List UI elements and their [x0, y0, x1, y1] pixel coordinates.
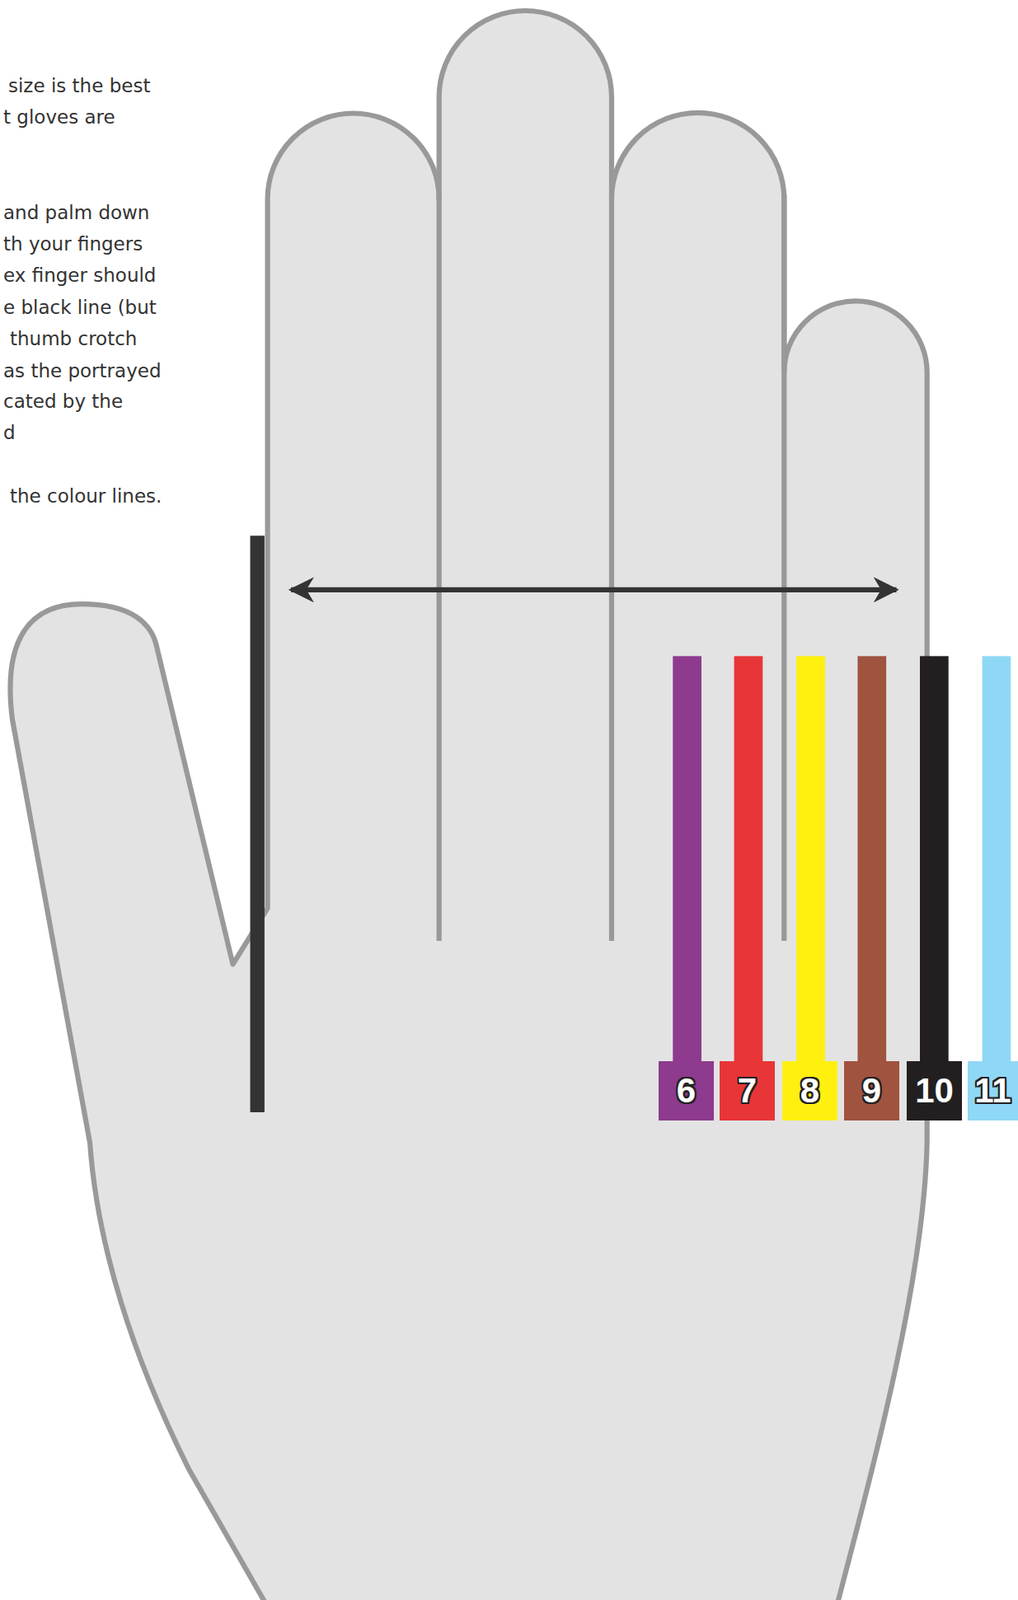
- hand-outline: [9, 10, 927, 1600]
- size-number: 9: [862, 1074, 882, 1109]
- instruction-text: the colour lines.: [9, 487, 162, 507]
- size-box: 10: [906, 1061, 962, 1122]
- instruction-text: ex finger should: [3, 266, 156, 286]
- size-bars: [672, 656, 1011, 1065]
- instruction-text: as the portrayed: [3, 361, 162, 381]
- size-number: 11: [974, 1074, 1011, 1109]
- size-number: 8: [800, 1074, 820, 1109]
- width-arrow: [290, 587, 897, 593]
- size-box: 6: [658, 1061, 714, 1122]
- size-box: 7: [719, 1061, 775, 1122]
- black-guide-line: [250, 535, 265, 1113]
- instruction-text: t gloves are: [3, 107, 116, 127]
- size-number: 6: [676, 1074, 696, 1109]
- finger-lines: [439, 193, 785, 942]
- size-number: 7: [737, 1074, 757, 1109]
- instruction-text: cated by the: [3, 392, 123, 412]
- size-box: 11: [967, 1061, 1018, 1122]
- size-number: 10: [914, 1074, 954, 1109]
- size-box: 9: [844, 1061, 900, 1122]
- instruction-text: e black line (but: [3, 298, 157, 318]
- instruction-text: th your fingers: [3, 234, 143, 254]
- instruction-text: and palm down: [3, 203, 150, 223]
- size-box: 8: [782, 1061, 838, 1122]
- instruction-text: thumb crotch: [9, 329, 137, 349]
- instruction-text: size is the best: [8, 76, 151, 96]
- instruction-text: d: [3, 423, 16, 443]
